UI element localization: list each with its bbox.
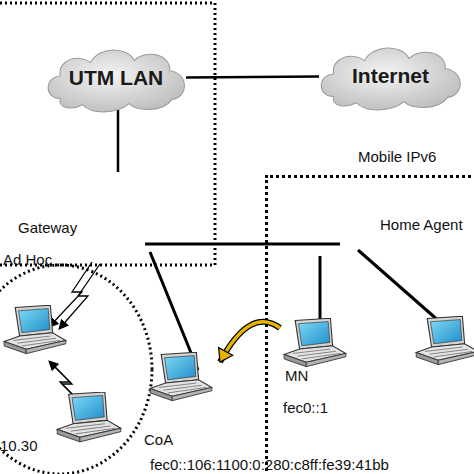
node-label: Ad Hoc bbox=[3, 252, 52, 269]
text-label: Gateway bbox=[18, 220, 77, 237]
network-region: Mobile IPv6MNfec0::1 bbox=[265, 148, 474, 474]
connector bbox=[219, 322, 280, 362]
text-label: 10.30 bbox=[0, 438, 38, 455]
lan-region-border bbox=[0, 3, 215, 265]
laptop-icon bbox=[57, 392, 120, 442]
node-label: Mobile IPv6 bbox=[358, 149, 436, 166]
node-label: CoA bbox=[144, 432, 173, 449]
agent-wire bbox=[358, 250, 440, 322]
network-cloud: Internet bbox=[313, 40, 468, 112]
text-label: Home Agent bbox=[380, 217, 463, 234]
mn-wire bbox=[319, 256, 322, 322]
wireless-link bbox=[60, 264, 100, 328]
uplink-wire bbox=[117, 110, 120, 172]
laptop-icon bbox=[416, 316, 474, 364]
laptop-node: CoAfec0::106:1100:0:280:c8ff:fe39:41bb bbox=[140, 352, 220, 444]
address-label: fec0::106:1100:0:280:c8ff:fe39:41bb bbox=[150, 457, 389, 474]
cloud-label: UTM LAN bbox=[40, 42, 192, 114]
cloud-label: Internet bbox=[313, 40, 468, 112]
connector bbox=[186, 76, 319, 78]
network-cloud: UTM LAN bbox=[40, 42, 192, 114]
laptop-node: MNfec0::1 bbox=[280, 318, 350, 418]
node-label: MN bbox=[285, 368, 308, 385]
laptop-icon bbox=[4, 305, 66, 353]
address-label: fec0::1 bbox=[283, 400, 328, 417]
bus-wire bbox=[145, 243, 340, 246]
laptop-icon bbox=[140, 352, 220, 444]
